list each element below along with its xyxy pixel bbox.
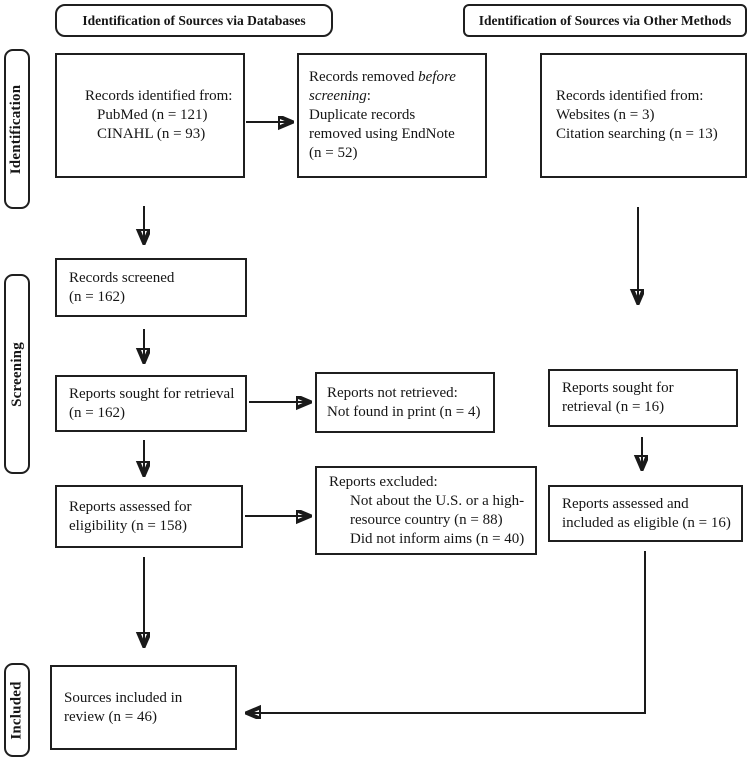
box-line: eligibility (n = 158) — [69, 517, 188, 534]
box-line: Citation searching (n = 13) — [556, 126, 718, 142]
box-line: PubMed (n = 121) — [97, 107, 208, 123]
box-records-identified-other: Records identified from: Websites (n = 3… — [540, 53, 747, 178]
stage-identification: Identification — [4, 49, 30, 209]
box-line: Reports sought for — [562, 380, 674, 396]
box-reports-not-retrieved: Reports not retrieved: Not found in prin… — [315, 372, 495, 433]
box-line: Records identified from: — [556, 88, 704, 104]
box-reports-assessed-other: Reports assessed and included as eligibl… — [548, 485, 743, 542]
box-reports-sought-databases: Reports sought for retrieval (n = 162) — [55, 375, 247, 432]
box-line: retrieval (n = 16) — [562, 399, 665, 415]
box-line: Reports assessed for — [69, 498, 192, 515]
box-line: Reports not retrieved: — [327, 384, 458, 401]
stage-identification-label: Identification — [8, 84, 25, 174]
box-records-removed-before-screening: Records removed before screening: Duplic… — [297, 53, 487, 178]
stage-screening: Screening — [4, 274, 30, 474]
box-reports-sought-other: Reports sought for retrieval (n = 16) — [548, 369, 738, 427]
box-line-text: Records removed — [309, 69, 419, 85]
header-databases: Identification of Sources via Databases — [55, 4, 333, 37]
header-other-methods-label: Identification of Sources via Other Meth… — [478, 12, 732, 28]
box-line: Websites (n = 3) — [556, 107, 655, 123]
box-line: Not about the U.S. or a high- — [350, 492, 525, 509]
box-line: Not found in print (n = 4) — [327, 403, 481, 420]
header-databases-label: Identification of Sources via Databases — [82, 12, 306, 28]
box-line: Sources included in — [64, 689, 183, 706]
box-line: Duplicate records — [309, 107, 416, 123]
box-reports-excluded: Reports excluded: Not about the U.S. or … — [315, 466, 537, 555]
box-line: Records identified from: — [85, 88, 233, 104]
box-line-italic-text: screening — [309, 88, 367, 104]
box-line: Reports excluded: — [329, 473, 438, 490]
box-line: CINAHL (n = 93) — [97, 126, 206, 142]
box-records-screened: Records screened (n = 162) — [55, 258, 247, 317]
box-line: Reports assessed and — [562, 495, 689, 512]
box-line: Did not inform aims (n = 40) — [350, 530, 525, 547]
stage-included-label: Included — [8, 680, 25, 740]
box-line: Reports sought for retrieval — [69, 385, 235, 402]
header-other-methods: Identification of Sources via Other Meth… — [463, 4, 747, 37]
box-line: screening: — [309, 87, 485, 106]
box-line: Records screened — [69, 269, 175, 286]
box-line: review (n = 46) — [64, 708, 158, 725]
box-line-text: : — [366, 88, 371, 104]
box-line-italic-text: before — [418, 69, 456, 85]
box-line: resource country (n = 88) — [350, 511, 503, 528]
box-line: Records removed before — [309, 68, 485, 87]
box-line: removed using EndNote — [309, 126, 455, 142]
stage-screening-label: Screening — [8, 341, 25, 407]
box-line: (n = 162) — [69, 404, 125, 421]
box-records-identified-databases: Records identified from: PubMed (n = 121… — [55, 53, 245, 178]
stage-included: Included — [4, 663, 30, 757]
box-line: included as eligible (n = 16) — [562, 514, 731, 531]
arrow-other-assessed-to-included — [248, 551, 646, 713]
box-line: (n = 52) — [309, 145, 358, 161]
box-reports-assessed-databases: Reports assessed for eligibility (n = 15… — [55, 485, 243, 548]
box-line: (n = 162) — [69, 288, 125, 305]
box-sources-included: Sources included in review (n = 46) — [50, 665, 237, 750]
